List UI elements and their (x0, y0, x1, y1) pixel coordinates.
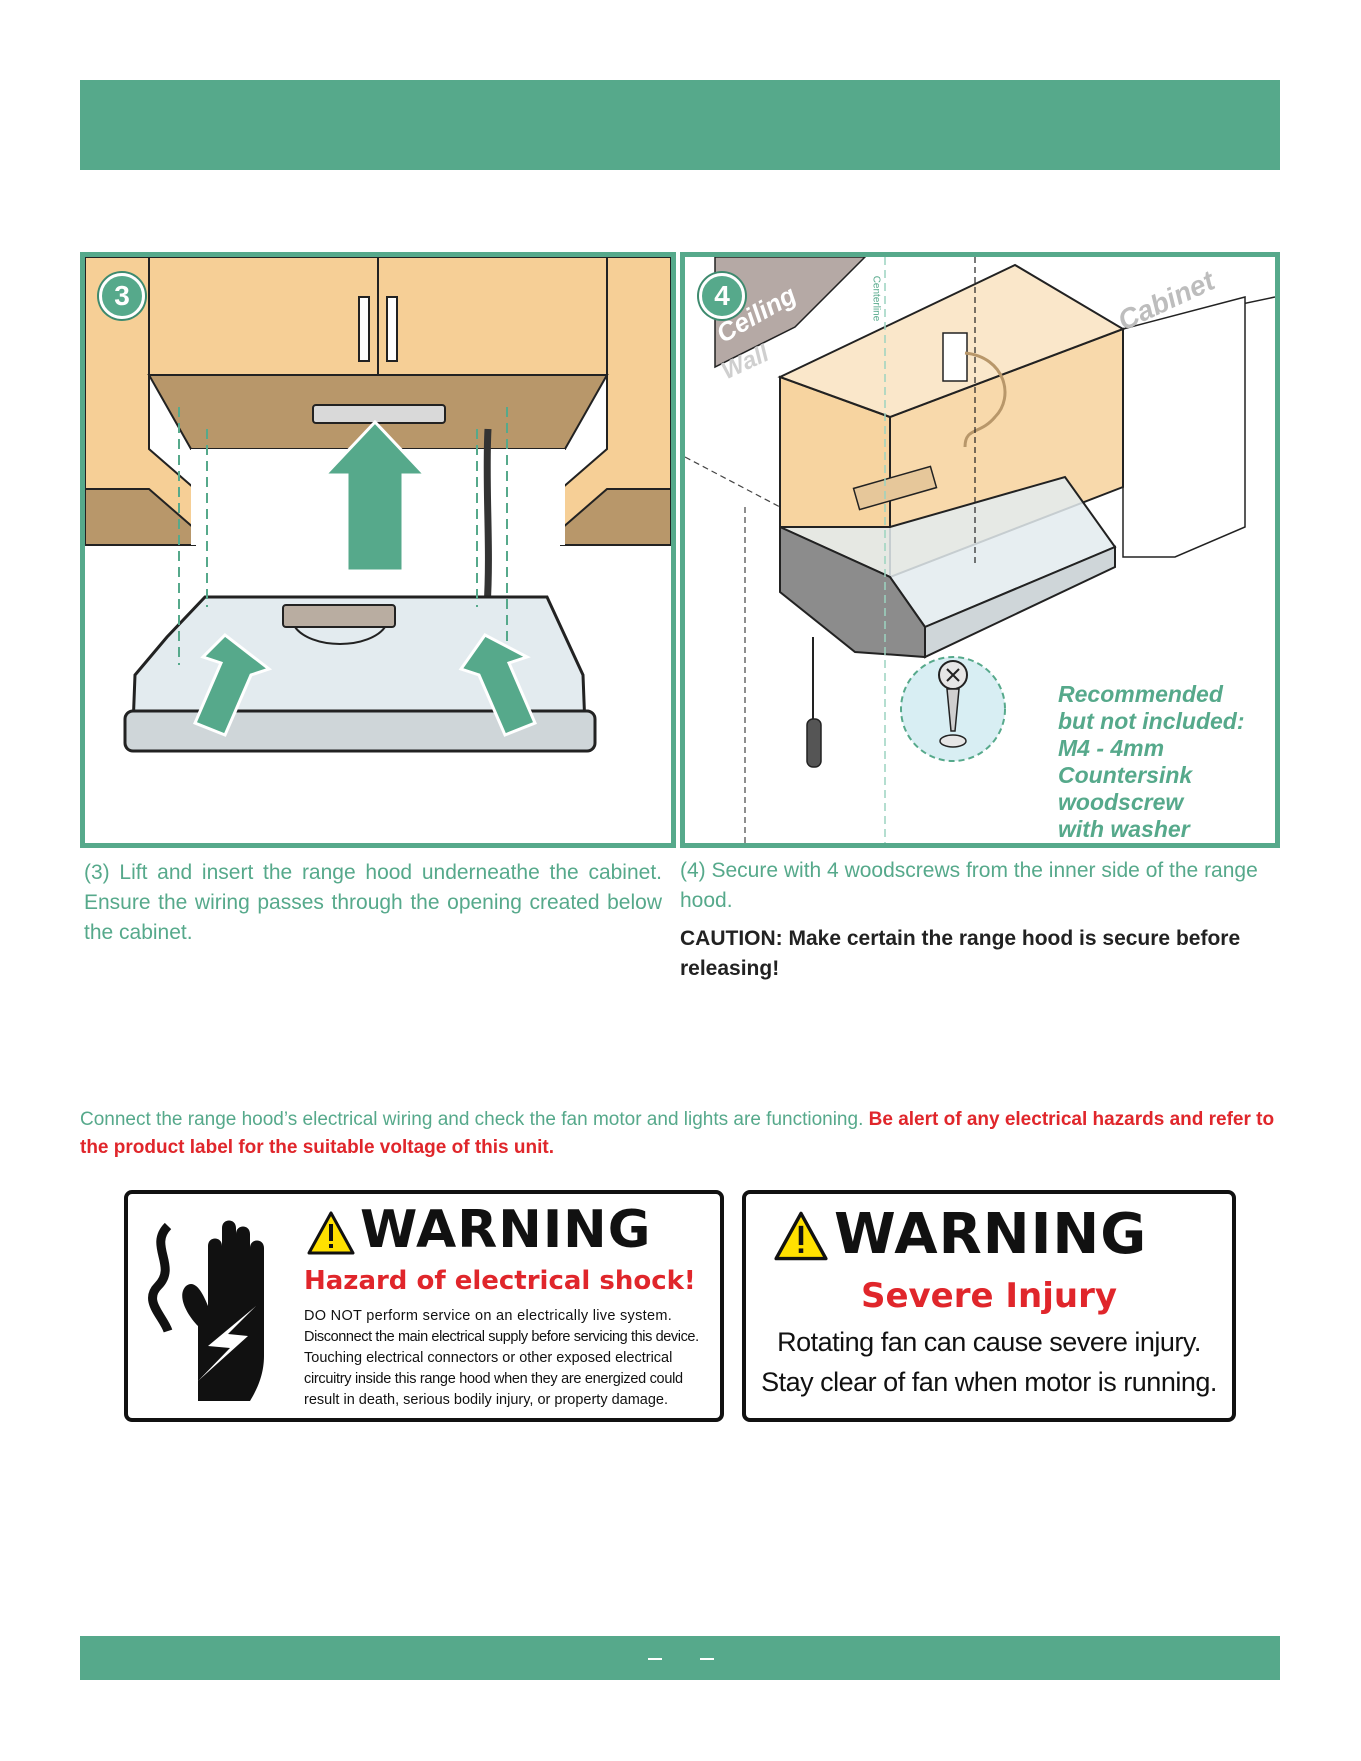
step3-drawing (85, 257, 671, 843)
recommended-line-6: with washer (1058, 816, 1190, 842)
warning-fan-subtitle: Severe Injury (860, 1276, 1118, 1316)
warning-fan-line-1: Rotating fan can cause severe injury. (777, 1327, 1201, 1357)
step4-caption: (4) Secure with 4 woodscrews from the in… (680, 859, 1258, 912)
warning-fan-text: Rotating fan can cause severe injury. St… (746, 1322, 1232, 1402)
footer-mark-right (700, 1658, 714, 1660)
footer-mark-left (648, 1658, 662, 1660)
electrical-instructions: Connect the range hood’s electrical wiri… (80, 1106, 1280, 1162)
step3-badge: 3 (99, 273, 145, 319)
warning-shock-line-4: circuitry inside this range hood when th… (304, 1371, 683, 1387)
step4-drawing (685, 257, 1275, 843)
electrical-instructions-text: Connect the range hood’s electrical wiri… (80, 1109, 864, 1130)
step3-caption: (3) Lift and insert the range hood under… (84, 861, 662, 944)
recommended-line-2: but not included: (1058, 708, 1245, 734)
warning-shock-line-1: DO NOT perform service on an electricall… (304, 1308, 673, 1324)
caution-triangle-icon (307, 1211, 355, 1255)
step4-illustration: 4 Ceiling Wall Cabinet Centerline Recomm… (680, 252, 1280, 848)
warning-fan-sign: WARNING Severe Injury Rotating fan can c… (742, 1190, 1236, 1422)
warning-shock-title: WARNING (360, 1200, 652, 1260)
recommended-line-5: woodscrew (1058, 789, 1184, 815)
step4-badge: 4 (699, 273, 745, 319)
warning-shock-line-3: Touching electrical connectors or other … (304, 1350, 673, 1366)
recommended-line-1: Recommended (1058, 681, 1223, 707)
step3-illustration: 3 (80, 252, 676, 848)
electric-hand-icon (148, 1220, 264, 1401)
warning-fan-line-2: Stay clear of fan when motor is running. (761, 1367, 1217, 1397)
centerline-label: Centerline (870, 275, 882, 322)
warning-shock-text: DO NOT perform service on an electricall… (304, 1306, 724, 1411)
warning-fan-title: WARNING (834, 1202, 1148, 1267)
warning-shock-line-2: Disconnect the main electrical supply be… (304, 1329, 699, 1345)
step4-caution: CAUTION: Make certain the range hood is … (680, 927, 1241, 980)
warning-shock-subtitle: Hazard of electrical shock! (304, 1266, 696, 1296)
warning-shock-line-5: result in death, serious bodily injury, … (304, 1392, 669, 1408)
recommended-line-3: M4 - 4mm (1058, 735, 1165, 761)
recommended-note: Recommended but not included: M4 - 4mm C… (1058, 681, 1273, 843)
recommended-line-4: Countersink (1058, 762, 1193, 788)
footer-band (80, 1636, 1280, 1680)
header-band (80, 80, 1280, 170)
caution-triangle-icon (774, 1211, 828, 1261)
electrical-alert: Be alert of any electrical hazards and r… (80, 1109, 1275, 1158)
warning-shock-sign: WARNING Hazard of electrical shock! DO N… (124, 1190, 724, 1422)
